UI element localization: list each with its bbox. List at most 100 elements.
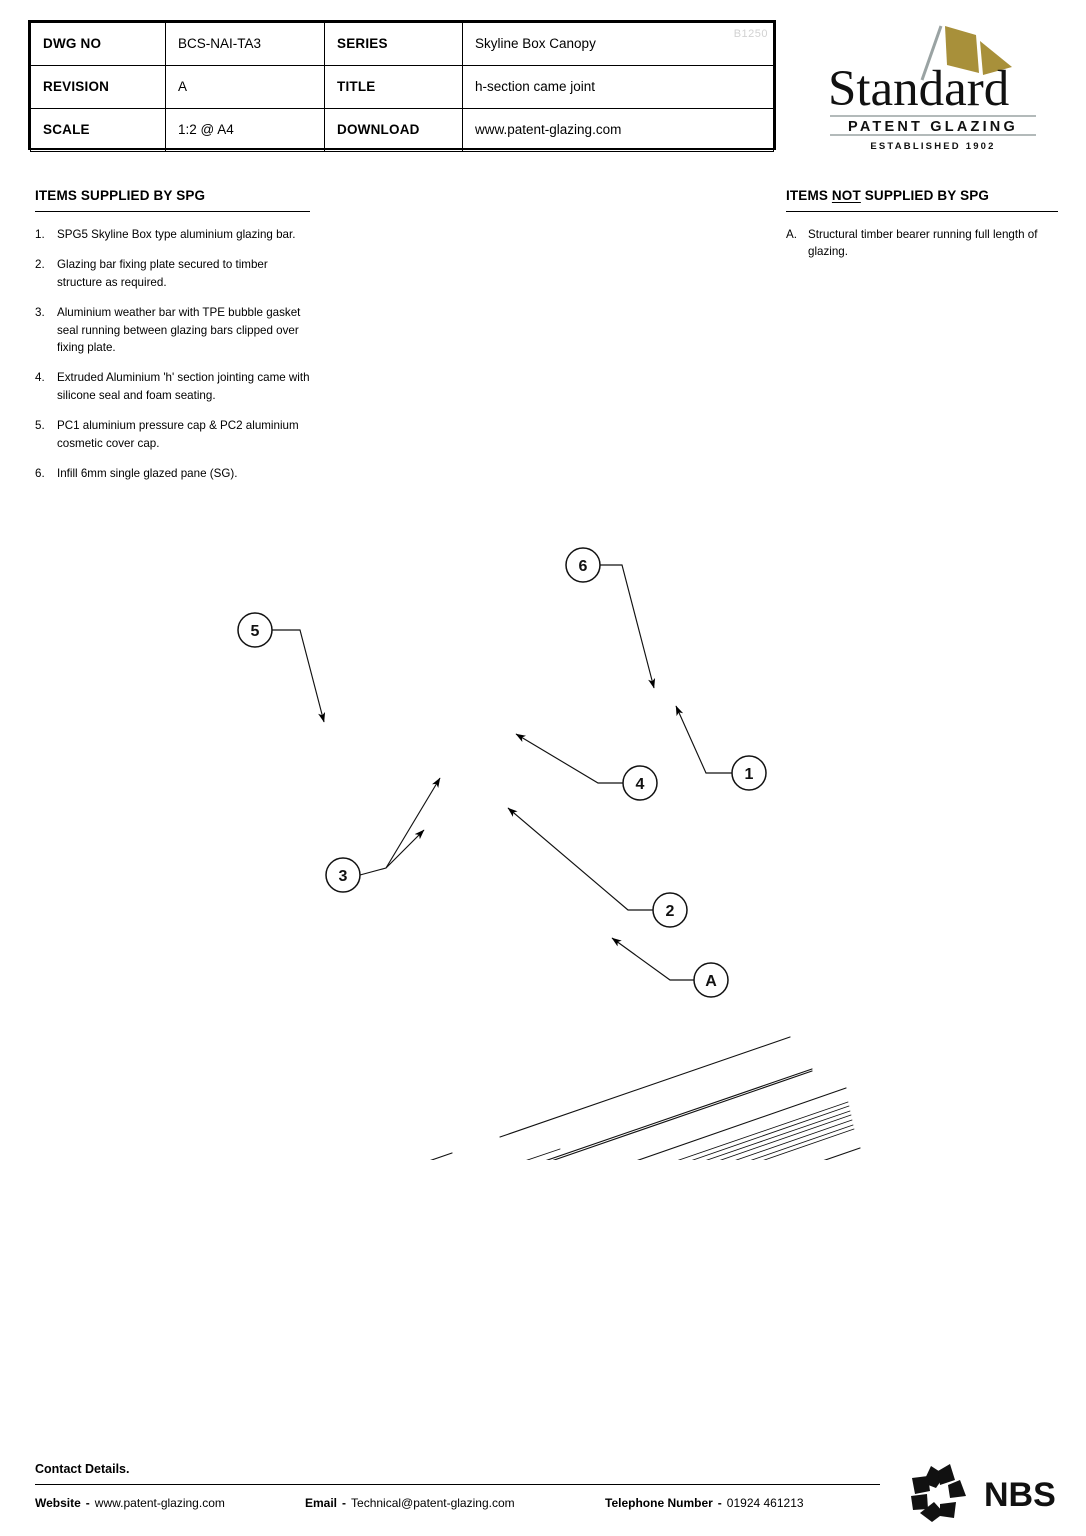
contact-details-title: Contact Details. (35, 1462, 130, 1476)
telephone-dash: - (717, 1496, 722, 1510)
list-item-number: 2. (35, 258, 45, 272)
telephone-label: Telephone Number (605, 1496, 713, 1510)
leader-2 (507, 807, 653, 911)
items-supplied-section: ITEMS SUPPLIED BY SPG 1. SPG5 Skyline Bo… (35, 188, 315, 498)
items-not-supplied-heading: ITEMS NOT SUPPLIED BY SPG (786, 188, 1061, 203)
pressure-cap-top-surface (430, 1036, 813, 1160)
scale-label: SCALE (30, 108, 166, 152)
download-label: DOWNLOAD (324, 108, 463, 152)
callout-label: 1 (745, 766, 754, 783)
scale-value: 1:2 @ A4 (165, 108, 325, 152)
footer-rule (35, 1484, 880, 1485)
callout-label: 4 (636, 776, 645, 793)
nbs-wordmark: NBS (984, 1476, 1056, 1514)
list-item: A. Structural timber bearer running full… (786, 226, 1061, 261)
download-value[interactable]: www.patent-glazing.com (462, 108, 774, 152)
list-item: 2. Glazing bar fixing plate secured to t… (35, 256, 315, 291)
list-item-text: Aluminium weather bar with TPE bubble ga… (57, 306, 301, 354)
bubble-circle (565, 547, 601, 583)
title-value: h-section came joint (462, 65, 774, 109)
callout-bubble-1[interactable]: 1 (731, 755, 767, 791)
list-item-number: 6. (35, 466, 45, 480)
callout-label: 5 (251, 623, 260, 640)
glass-pane-right (677, 1101, 855, 1160)
leader-6 (600, 564, 656, 689)
table-row: SCALE 1:2 @ A4 DOWNLOAD www.patent-glazi… (30, 108, 774, 152)
callout-bubble-6[interactable]: 6 (565, 547, 601, 583)
logo-wordmark: Standard (828, 61, 1009, 117)
table-row: DWG NO BCS-NAI-TA3 SERIES Skyline Box Ca… (30, 22, 774, 66)
title-block: B1250 DWG NO BCS-NAI-TA3 SERIES Skyline … (28, 20, 776, 152)
logo-established: ESTABLISHED 1902 (870, 141, 995, 152)
list-item-text: Infill 6mm single glazed pane (SG). (57, 466, 238, 480)
cap-flange-lines (526, 1148, 561, 1160)
list-item-text: PC1 aluminium pressure cap & PC2 alumini… (57, 419, 299, 450)
revision-value: A (165, 65, 325, 109)
list-item-text: Glazing bar fixing plate secured to timb… (57, 258, 268, 289)
dwgno-value: BCS-NAI-TA3 (165, 22, 325, 66)
website-dash: - (85, 1496, 90, 1510)
leader-4 (515, 733, 623, 784)
items-supplied-list: 1. SPG5 Skyline Box type aluminium glazi… (35, 226, 315, 482)
email-value[interactable]: Technical@patent-glazing.com (351, 1496, 515, 1510)
website-value[interactable]: www.patent-glazing.com (94, 1496, 225, 1510)
heading-prefix: ITEMS (786, 188, 832, 203)
bubble-circle (237, 612, 273, 648)
bubble-circle (652, 892, 688, 928)
series-label: SERIES (324, 22, 463, 66)
series-value: Skyline Box Canopy (462, 22, 774, 66)
leader-3 (359, 777, 441, 876)
website-label: Website (35, 1496, 81, 1510)
callout-label: 2 (666, 903, 675, 920)
list-item: 5. PC1 aluminium pressure cap & PC2 alum… (35, 417, 315, 452)
email-cell: Email - Technical@patent-glazing.com (305, 1496, 605, 1510)
title-label: TITLE (324, 65, 463, 109)
list-item-text: Extruded Aluminium 'h' section jointing … (57, 371, 310, 402)
heading-rule (786, 211, 1058, 212)
heading-not-underlined: NOT (831, 188, 861, 203)
table-row: REVISION A TITLE h-section came joint (30, 65, 774, 109)
bubble-circle (731, 755, 767, 791)
nbs-flower-icon (911, 1464, 966, 1522)
bubble-circle (693, 962, 729, 998)
list-item-number: A. (786, 228, 797, 241)
cosmetic-cover-cap (545, 1068, 813, 1160)
callout-bubble-2[interactable]: 2 (652, 892, 688, 928)
list-item: 4. Extruded Aluminium 'h' section jointi… (35, 369, 315, 404)
leader-A (611, 937, 694, 981)
callout-bubble-A[interactable]: A (693, 962, 729, 998)
footer: Contact Details. Website - www.patent-gl… (35, 1462, 880, 1510)
list-item: 3. Aluminium weather bar with TPE bubble… (35, 304, 315, 356)
list-item: 1. SPG5 Skyline Box type aluminium glazi… (35, 226, 315, 243)
list-item: 6. Infill 6mm single glazed pane (SG). (35, 465, 315, 482)
list-item-text: Structural timber bearer running full le… (808, 228, 1038, 259)
callout-bubble-5[interactable]: 5 (237, 612, 273, 648)
flag-left-icon (945, 26, 979, 73)
telephone-cell: Telephone Number - 01924 461213 (605, 1496, 880, 1510)
dwgno-label: DWG NO (30, 22, 166, 66)
callout-label: 6 (579, 558, 588, 575)
email-label: Email (305, 1496, 338, 1510)
callout-bubble-4[interactable]: 4 (622, 765, 658, 801)
bubble-circle (325, 857, 361, 893)
standard-patent-glazing-logo: Standard PATENT GLAZING ESTABLISHED 1902 (808, 18, 1058, 156)
email-dash: - (342, 1496, 347, 1510)
title-block-table: DWG NO BCS-NAI-TA3 SERIES Skyline Box Ca… (30, 22, 774, 152)
telephone-value: 01924 461213 (726, 1496, 804, 1510)
list-item-number: 3. (35, 306, 45, 320)
items-supplied-heading: ITEMS SUPPLIED BY SPG (35, 188, 206, 203)
list-item-text: SPG5 Skyline Box type aluminium glazing … (57, 228, 296, 241)
callout-bubble-3[interactable]: 3 (325, 857, 361, 893)
logo-subtitle: PATENT GLAZING (848, 119, 1018, 135)
list-item-number: 4. (35, 371, 45, 385)
leader-5 (272, 629, 326, 723)
glass-pane-right-outline (637, 1087, 861, 1160)
technical-drawing: 5 6 1 4 3 (0, 520, 1086, 1160)
callout-label: 3 (339, 868, 348, 885)
items-not-supplied-list: A. Structural timber bearer running full… (786, 226, 1061, 261)
revision-label: REVISION (30, 65, 166, 109)
heading-rule (35, 211, 310, 212)
flag-right-icon (980, 41, 1012, 75)
footer-contact-row: Website - www.patent-glazing.com Email -… (35, 1496, 880, 1510)
